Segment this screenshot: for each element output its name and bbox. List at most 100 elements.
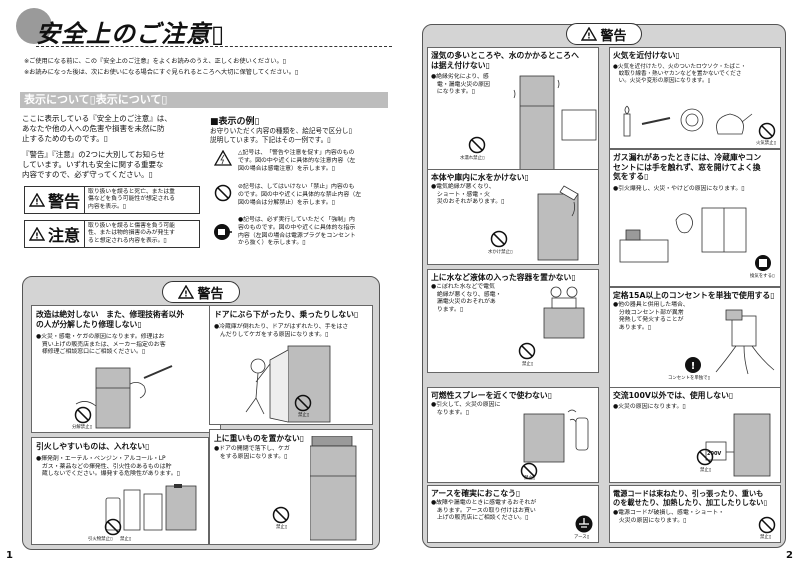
prohibited-icon — [696, 448, 714, 466]
svg-text:!: ! — [691, 361, 696, 372]
warning-cell-modification: 改造は絶対しない また、修理技術者以外 の人が分解したり修理しない▯ ●火災・感… — [31, 305, 221, 433]
warning-cell-liquid-container: 上に水など液体の入った容器を置かない▯ ●こぼれた水などで電気 絶縁が悪くなり、… — [427, 269, 599, 373]
cell-body: ●火気を近付けたり、火のついたロウソク・たばこ・ 蚊取り線香・熱いヤカンなどを置… — [613, 64, 747, 85]
voltage-refrigerator-illustration — [705, 413, 771, 477]
examples-intro: お守りいただく内容の種類を、絵記号で区分し▯ 説明しています。下記はその一例です… — [210, 127, 353, 144]
cell-body: ●引火爆発し、火災・やけどの原因になります。▯ — [613, 186, 745, 192]
water-on-refrigerator-illustration — [537, 185, 579, 261]
warning-header-right: ! 警告 — [566, 23, 642, 45]
note-1: ※ご使用になる前に、この『安全上のご注意』をよくお読みのうえ、正しくお使いくださ… — [24, 58, 287, 65]
warning-cell-flammable: 引火しやすいものは、入れない▯ ●揮発剤・エーテル・ベンジン・アルコール・LP … — [31, 437, 209, 545]
legend-caution-label: 注意 — [48, 226, 81, 245]
legend-warning-text: 取り扱いを誤ると死亡、または重 傷などを負う可能性が想定される 内容を表示。▯ — [88, 188, 175, 210]
display-body-2: 『警告』『注意』の2つに大別してお知らせ しています。いずれも安全に関する重要な… — [22, 150, 165, 179]
prohibited-icon — [758, 516, 776, 534]
caution-triangle-icon: ! — [29, 227, 45, 241]
icon-label: 禁止▯ — [700, 468, 712, 473]
prohibited-icon — [294, 394, 312, 412]
cell-title: ガス漏れがあったときには、冷蔵庫やコン セントには手を触れず、窓を開けてよく換 … — [613, 153, 762, 182]
unplug-mandatory-icon — [214, 224, 232, 240]
warning-cell-outlet: 定格15A以上のコンセントを単独で使用する▯ ●他の器具と併用した場合、 分岐コ… — [609, 287, 781, 389]
cell-title: 本体や庫内に水をかけない▯ — [431, 173, 529, 182]
cell-body: ●故障や漏電のときに感電するおそれが あります。アースの取り付けはお買い 上げの… — [431, 500, 537, 522]
icon-label: 水濡れ禁止▯ — [460, 156, 485, 161]
prohibited-icon — [520, 462, 538, 480]
warning-cell-humidity: 湿気の多いところや、水のかかるところへ は据え付けない▯ ●絶縁劣化により、感 … — [427, 47, 599, 183]
gas-stove-window-illustration — [619, 207, 747, 263]
icon-label: 禁止▯ — [524, 476, 536, 481]
cell-title: 定格15A以上のコンセントを単独で使用する▯ — [613, 291, 775, 300]
cell-body: ●引火して、火災の原因に なります。▯ — [431, 402, 501, 416]
warning-header-left: ! 警告 — [162, 281, 240, 303]
vase-on-refrigerator-illustration — [543, 286, 585, 339]
warning-cell-ac100v: 交流100V以外では、使用しない▯ ●火災の原因になります。▯ 200V 禁止▯ — [609, 387, 781, 483]
svg-text:!: ! — [35, 198, 39, 207]
flammable-containers-illustration — [105, 484, 197, 531]
warning-header-left-label: 警告 — [197, 286, 224, 302]
cell-title: ドアにぶら下がったり、乗ったりしない▯ — [214, 310, 359, 319]
cell-body: ●火災の原因になります。▯ — [613, 404, 686, 410]
warning-cell-water-spray: 本体や庫内に水をかけない▯ ●電気絶縁が悪くなり、 ショート・感電・火 災のおそ… — [427, 169, 599, 265]
icon-label: 禁止▯ — [298, 413, 310, 418]
icon-label: 引火物禁止▯ — [88, 537, 113, 542]
example-prohibited-text: ⊘記号は、してはいけない「禁止」内容のも のです。図の中や近くに具体的な禁止内容… — [238, 184, 362, 206]
disassembly-prohibited-icon — [214, 184, 232, 202]
refrigerator-heavy-object-illustration — [310, 436, 357, 541]
warning-header-right-label: 警告 — [600, 28, 627, 44]
voltage-label: 200V — [707, 451, 722, 457]
page-left: 安全上のご注意▯ ※ご使用になる前に、この『安全上のご注意』をよくお読みのうえ、… — [0, 0, 400, 567]
disassembly-prohibited-icon — [74, 406, 92, 424]
title-underline — [36, 46, 392, 47]
ground-mandatory-icon — [575, 515, 593, 533]
cell-body: ●揮発剤・エーテル・ベンジン・アルコール・LP ガス・薬品などの揮発性、引火性の… — [36, 456, 180, 478]
icon-label: 禁止▯ — [522, 362, 534, 367]
cell-title: 引火しやすいものは、入れない▯ — [36, 442, 150, 451]
water-prohibited-icon — [490, 230, 508, 248]
note-2: ※お読みになった後は、次にお使いになる場合にすぐ見られるところへ大切に保管してく… — [24, 69, 299, 76]
example-mandatory-text: ●記号は、必ず実行していただく「強制」内 容のものです。図の中や近くに具体的な指… — [238, 217, 356, 247]
cell-title: 交流100V以外では、使用しない▯ — [613, 391, 734, 400]
cell-body: ●冷蔵庫が倒れたり、ドアがはずれたり、手をはさ んだりしてケガをする原因になりま… — [214, 324, 349, 338]
cell-body: ●電気絶縁が悪くなり、 ショート・感電・火 災のおそれがあります。▯ — [431, 184, 505, 206]
warning-panel-left: ! 警告 改造は絶対しない また、修理技術者以外 の人が分解したり修理しない▯ … — [22, 276, 380, 550]
warning-cell-door-hanging: ドアにぶら下がったり、乗ったりしない▯ ●冷蔵庫が倒れたり、ドアがはずれたり、手… — [209, 305, 373, 425]
cell-body: ●電源コードが破損し、感電・ショート・ 火災の原因になります。▯ — [613, 510, 725, 524]
svg-text:!: ! — [185, 290, 189, 299]
child-hanging-door-illustration — [245, 345, 331, 423]
legend-caution: ! 注意 取り扱いを誤ると傷害を負う可能 性、または物的損害のみが発生す ると想… — [24, 220, 200, 248]
water-prohibited-icon — [468, 136, 486, 154]
cell-title: 上に重いものを置かない▯ — [214, 434, 305, 443]
spray-can-illustration — [523, 409, 589, 463]
fire-sources-illustration — [623, 105, 753, 137]
warning-cell-gas-leak: ガス漏れがあったときには、冷蔵庫やコン セントには手を触れず、窓を開けてよく換 … — [609, 149, 781, 287]
fire-prohibited-icon — [758, 122, 776, 140]
legend-warning-label: 警告 — [48, 192, 81, 211]
warning-panel-right: ! 警告 湿気の多いところや、水のかかるところへ は据え付けない▯ ●絶縁劣化に… — [422, 23, 786, 548]
legend-caution-text: 取り扱いを誤ると傷害を負う可能 性、または物的損害のみが発生す ると想定される内… — [88, 222, 175, 244]
cell-title: 電源コードは束ねたり、引っ張ったり、重いも のを載せたり、加熱したり、加工したり… — [613, 489, 768, 507]
icon-label-2: 禁止▯ — [120, 537, 132, 542]
flammable-prohibited-icon — [104, 518, 122, 536]
wet-location-refrigerator-illustration — [513, 75, 597, 173]
electric-shock-warning-icon — [214, 150, 232, 166]
display-heading-bar: 表示について▯表示について▯ — [20, 92, 388, 108]
icon-label: 火気禁止▯ — [756, 141, 776, 146]
warning-cell-power-cord: 電源コードは束ねたり、引っ張ったり、重いも のを載せたり、加熱したり、加工したり… — [609, 485, 781, 543]
warning-triangle-icon: ! — [581, 27, 598, 41]
cell-title: 湿気の多いところや、水のかかるところへ は据え付けない▯ — [431, 51, 579, 70]
cell-title: 改造は絶対しない また、修理技術者以外 の人が分解したり修理しない▯ — [36, 310, 185, 329]
cell-body: ●火災・感電・ケガの原因になります。修理はお 買い上げの販売店または、メーカー指… — [36, 334, 166, 356]
icon-label: 禁止▯ — [760, 535, 772, 540]
cell-body: ●ドアの開閉で落下し、ケガ をする原因になります。▯ — [214, 446, 290, 460]
warning-cell-flammable-spray: 可燃性スプレーを近くで使わない▯ ●引火して、火災の原因に なります。▯ 禁止▯ — [427, 387, 599, 483]
cell-title: 可燃性スプレーを近くで使わない▯ — [431, 391, 553, 400]
svg-text:!: ! — [588, 32, 592, 41]
svg-text:!: ! — [35, 232, 39, 241]
icon-label: コンセントを単独で▯ — [668, 376, 710, 381]
page-number-left: 1 — [6, 550, 13, 561]
warning-triangle-icon: ! — [178, 285, 195, 299]
title-decoration-circle — [16, 8, 52, 44]
cell-body: ●こぼれた水などで電気 絶縁が悪くなり、感電・ 漏電火災のおそれがあ ります。▯ — [431, 284, 502, 313]
cell-title: 上に水など液体の入った容器を置かない▯ — [431, 273, 576, 282]
page-number-right: 2 — [786, 550, 793, 561]
